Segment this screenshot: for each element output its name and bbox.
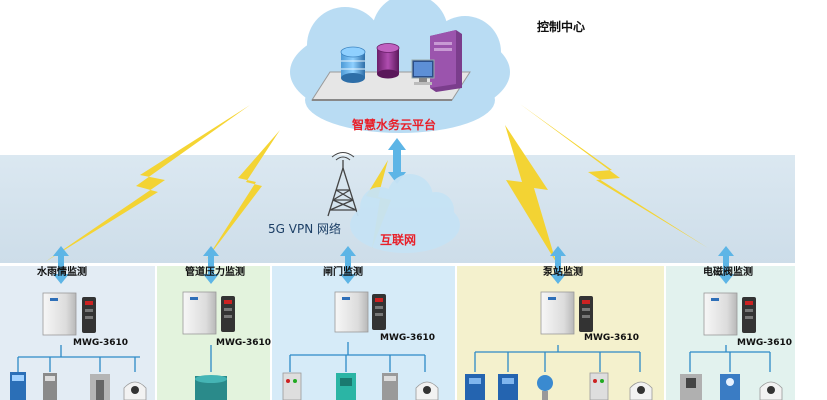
bolt-left-outer: [45, 105, 250, 262]
section-label-gate: 闸门监测: [323, 267, 363, 278]
camera-icon: [123, 381, 147, 400]
solenoid-valve-icon: [680, 374, 702, 400]
section-arrow-2: [203, 246, 219, 284]
pressure-sensor-icon: [537, 375, 553, 400]
antenna-tower-icon: [327, 152, 359, 217]
camera-icon-3: [629, 381, 653, 400]
sensor-devices: [10, 372, 783, 400]
gateway-model-label-5: MWG-3610: [737, 338, 793, 348]
pump-icon: [465, 374, 485, 400]
magnetic-flowmeter-icon: [720, 374, 740, 400]
section-arrow-1: [53, 246, 69, 284]
water-level-sensor-icon: [10, 372, 26, 400]
gateway-1: [42, 292, 96, 336]
database-icon: [340, 46, 366, 83]
bolt-right-inner: [505, 125, 556, 262]
rain-gauge-icon: [90, 374, 110, 400]
bolt-right-outer: [520, 104, 708, 248]
monitor-icon: [411, 59, 435, 85]
cloud-platform-shape: [290, 0, 510, 133]
sensor-bus-lines: [17, 342, 771, 372]
gateway-model-label-3: MWG-3610: [380, 333, 436, 343]
camera-icon-2: [415, 381, 439, 400]
section-label-pump-station: 泵站监测: [543, 267, 583, 278]
section-panel-3: [272, 266, 455, 400]
gateway-3: [334, 291, 386, 333]
section-arrow-3: [340, 246, 356, 284]
vpn-network-label: 5G VPN 网络: [268, 222, 341, 236]
storage-icon: [376, 43, 400, 79]
cloud-platform-title: 智慧水务云平台: [352, 118, 437, 132]
camera-icon-4: [759, 381, 783, 400]
uplink-arrow: [388, 138, 406, 184]
gateway-model-label-1: MWG-3610: [73, 338, 129, 348]
pump-control-cabinet-icon: [589, 372, 609, 400]
section-label-pipe-pressure: 管道压力监测: [185, 267, 245, 278]
level-transmitter-icon: [382, 373, 398, 400]
flow-meter-icon: [43, 373, 57, 400]
internet-label: 互联网: [380, 233, 417, 247]
pressure-pipe-icon: [195, 375, 227, 400]
gate-actuator-icon: [336, 373, 356, 400]
section-arrow-4: [550, 246, 566, 284]
gateway-5: [703, 292, 756, 336]
gateway-model-label-4: MWG-3610: [584, 333, 640, 343]
section-label-solenoid-valve: 电磁阀监测: [703, 267, 753, 278]
section-label-water-rain: 水雨情监测: [37, 267, 87, 278]
gateway-4: [540, 291, 593, 335]
control-cabinet-icon: [282, 372, 302, 400]
section-arrow-5: [718, 246, 734, 284]
gateway-model-label-2: MWG-3610: [216, 338, 272, 348]
server-icon: [430, 30, 462, 92]
gateway-2: [182, 291, 235, 335]
pump-icon-2: [498, 374, 518, 400]
section-arrows: [53, 246, 734, 284]
internet-cloud: [350, 174, 460, 253]
control-center-title: 控制中心: [537, 20, 586, 34]
